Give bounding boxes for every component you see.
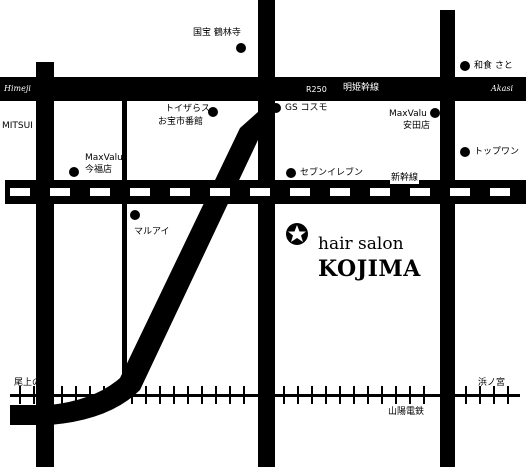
landmark-maxvalu-imafuku-1: MaxValu [85,153,123,163]
road-diagonal [10,112,266,425]
landmark-seven: セブンイレブン [300,168,364,178]
road-west [36,62,54,467]
sanyo-label: 山陽電鉄 [388,407,425,417]
salon-name-line1: hair salon [318,234,404,254]
sanyo-ties [19,386,509,404]
landmark-washoku: 和食 さと [474,61,513,71]
landmark-cosmo: GS コスモ [285,103,328,113]
west-end-label: Himeji [4,84,31,93]
shinkansen-label: 新幹線 [390,173,420,184]
landmark-dots [39,43,470,220]
landmark-toysrus-2: お宝市番館 [158,117,204,127]
sanyo-rail [10,394,520,397]
landmark-maxvalu-yasuda-2: 安田店 [403,121,431,131]
landmark-maruai: マルアイ [134,227,170,237]
landmark-kakurinji: 国宝 鶴林寺 [193,28,241,38]
east-end-label: Akasi [491,84,514,93]
landmark-toysrus-1: トイザらス [165,104,211,114]
landmark-topworld: トップワン [474,147,520,157]
landmark-mitsui: MITSUI GS [2,121,49,131]
road-thin-left [122,97,127,387]
landmark-maxvalu-imafuku-2: 今福店 [85,165,113,175]
meihi-line-label: 明姫幹線 [343,83,380,93]
r250-label: R250 [306,85,327,94]
station-hamanomiya: 浜ノ宮 [478,378,506,388]
shinkansen-dashes [10,188,510,196]
salon-name-line2: KOJIMA [318,256,421,282]
landmark-maxvalu-yasuda-1: MaxValu [389,109,427,119]
star-icon [288,225,306,242]
road-east [440,10,455,467]
road-diagonal-top [240,112,275,150]
station-onoe: 尾上の松 [14,378,51,388]
